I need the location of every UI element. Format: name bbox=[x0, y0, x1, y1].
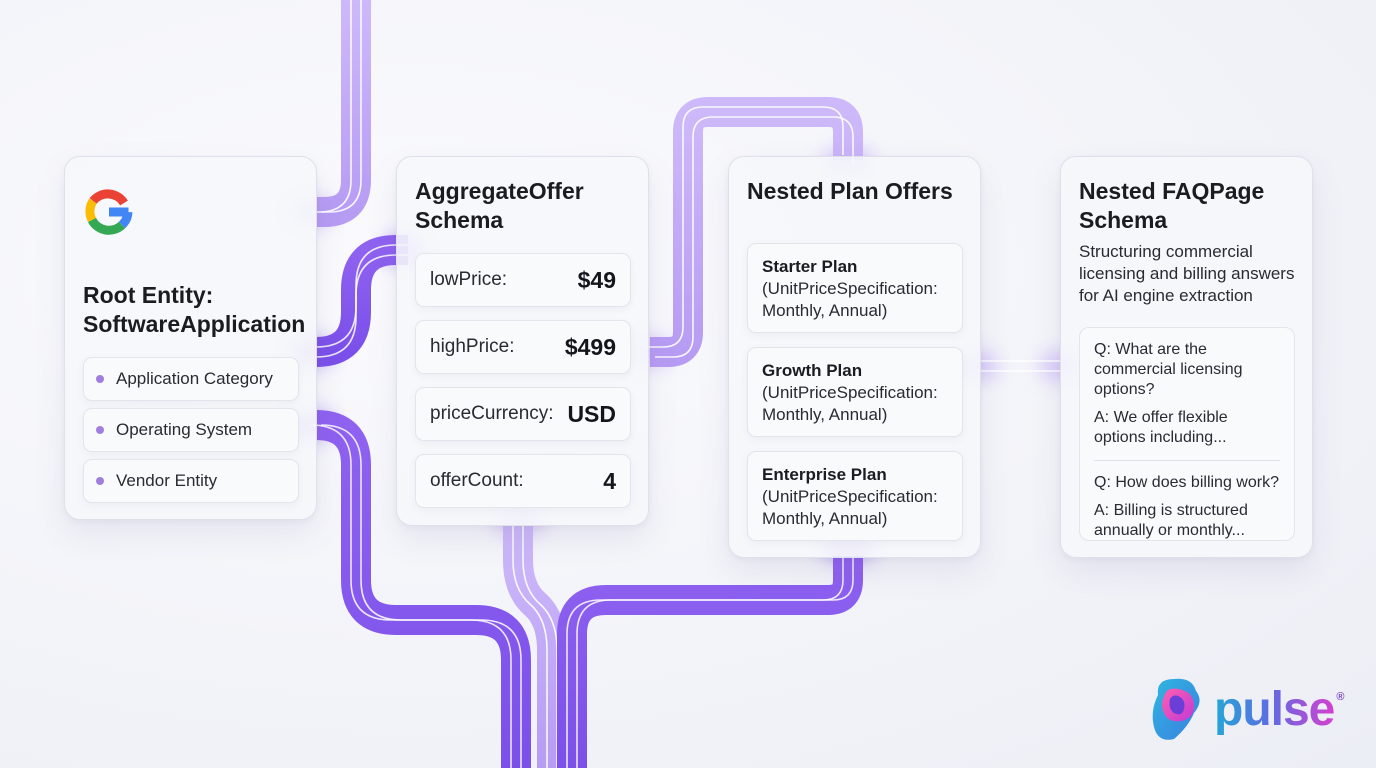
root-item-operating-system: Operating System bbox=[83, 408, 299, 452]
connector-plans-to-bottom bbox=[557, 556, 863, 768]
row-label: highPrice: bbox=[430, 336, 515, 357]
plan-name: Starter Plan bbox=[762, 257, 858, 276]
faqpage-description: Structuring commercial licensing and bil… bbox=[1079, 242, 1295, 305]
root-item-application-category: Application Category bbox=[83, 357, 299, 401]
row-value: 4 bbox=[603, 467, 616, 494]
connector-top-to-root bbox=[311, 0, 371, 227]
aggregate-row-offer-count: offerCount: 4 bbox=[415, 454, 631, 508]
pulse-blob-logo-icon bbox=[1152, 678, 1200, 740]
plan-starter: Starter Plan (UnitPriceSpecification: Mo… bbox=[747, 243, 963, 333]
connector-root-to-bottom bbox=[310, 410, 531, 768]
bullet-dot-icon bbox=[96, 375, 104, 383]
faq-divider bbox=[1094, 460, 1280, 461]
faq-question: Q: How does billing work? bbox=[1094, 474, 1279, 491]
row-value: $49 bbox=[577, 266, 616, 293]
faq-list: Q: What are the commercial licensing opt… bbox=[1079, 327, 1295, 541]
row-value: $499 bbox=[564, 333, 616, 360]
faq-question: Q: What are the commercial licensing opt… bbox=[1094, 341, 1243, 398]
nested-plan-offers-card: Nested Plan Offers Starter Plan (UnitPri… bbox=[728, 156, 981, 558]
connector-aggregate-to-bottom bbox=[503, 526, 567, 768]
connector-plans-to-faq bbox=[978, 351, 1062, 381]
aggregate-row-price-currency: priceCurrency: USD bbox=[415, 387, 631, 441]
aggregate-offer-card: AggregateOffer Schema lowPrice: $49 high… bbox=[396, 156, 649, 526]
root-entity-title: Root Entity: SoftwareApplication bbox=[83, 282, 306, 337]
faq-answer: A: We offer flexible options including..… bbox=[1094, 409, 1228, 446]
plan-spec: (UnitPriceSpecification: Monthly, Annual… bbox=[762, 487, 938, 528]
row-value: USD bbox=[567, 400, 616, 427]
nested-plan-offers-title: Nested Plan Offers bbox=[747, 178, 953, 204]
faq-answer: A: Billing is structured annually or mon… bbox=[1094, 502, 1248, 539]
registered-mark: ® bbox=[1336, 691, 1345, 703]
root-item-label: Vendor Entity bbox=[116, 471, 218, 490]
connector-root-to-aggregate bbox=[315, 235, 408, 367]
plan-name: Growth Plan bbox=[762, 361, 863, 380]
root-item-label: Application Category bbox=[116, 369, 273, 388]
plan-spec: (UnitPriceSpecification: Monthly, Annual… bbox=[762, 383, 938, 424]
bullet-dot-icon bbox=[96, 426, 104, 434]
connector-aggregate-to-plans bbox=[645, 97, 863, 367]
plan-growth: Growth Plan (UnitPriceSpecification: Mon… bbox=[747, 347, 963, 437]
plan-enterprise: Enterprise Plan (UnitPriceSpecification:… bbox=[747, 451, 963, 541]
brand-name: pulse bbox=[1214, 682, 1335, 736]
row-label: offerCount: bbox=[430, 470, 524, 491]
plan-name: Enterprise Plan bbox=[762, 465, 887, 484]
aggregate-row-low-price: lowPrice: $49 bbox=[415, 253, 631, 307]
root-entity-card: Root Entity: SoftwareApplication Applica… bbox=[64, 156, 317, 520]
plan-spec: (UnitPriceSpecification: Monthly, Annual… bbox=[762, 279, 938, 320]
bullet-dot-icon bbox=[96, 477, 104, 485]
root-item-label: Operating System bbox=[116, 420, 253, 439]
nested-faqpage-title: Nested FAQPage Schema bbox=[1079, 178, 1265, 233]
row-label: lowPrice: bbox=[430, 269, 508, 290]
google-g-logo-icon bbox=[83, 185, 135, 237]
nested-faqpage-card: Nested FAQPage Schema Structuring commer… bbox=[1060, 156, 1313, 558]
aggregate-row-high-price: highPrice: $499 bbox=[415, 320, 631, 374]
aggregate-offer-title: AggregateOffer Schema bbox=[415, 178, 584, 233]
root-item-vendor-entity: Vendor Entity bbox=[83, 459, 299, 503]
pulse-brand-logo: pulse ® bbox=[1148, 673, 1348, 745]
row-label: priceCurrency: bbox=[430, 403, 554, 424]
